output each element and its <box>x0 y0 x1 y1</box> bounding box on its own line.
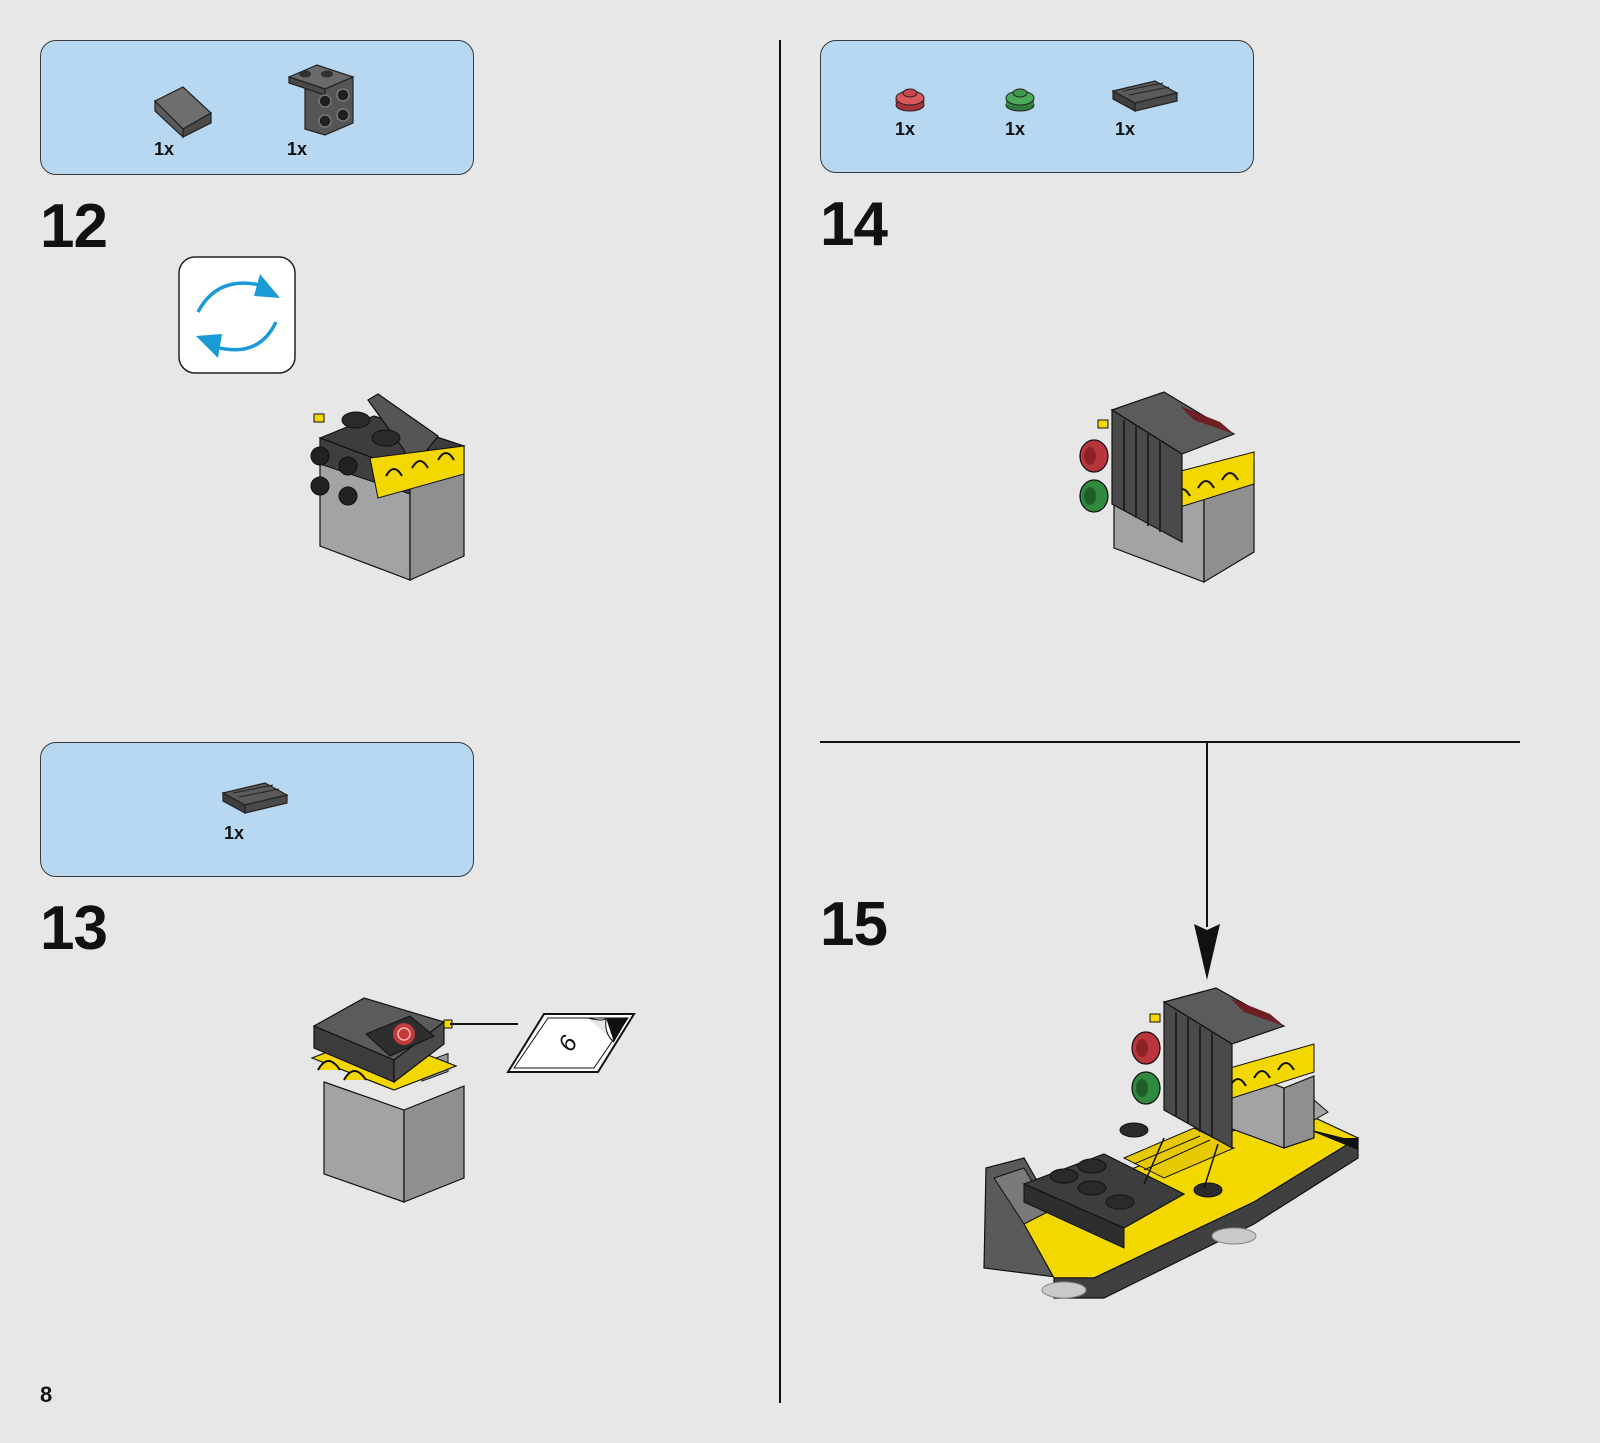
parts-box-step-14: 1x 1x 1x <box>820 40 1254 173</box>
step-divider-horizontal <box>820 741 1520 743</box>
page-column-divider <box>779 40 781 1403</box>
part-qty: 1x <box>287 139 307 160</box>
step-number: 12 <box>40 196 107 258</box>
rotate-model-icon <box>178 256 298 376</box>
model-step-12 <box>308 394 476 586</box>
part-qty: 1x <box>1115 119 1135 140</box>
model-step-13 <box>304 986 484 1206</box>
parts-box-step-13: 1x <box>40 742 474 877</box>
slope-brick-icon <box>151 83 221 138</box>
part-qty: 1x <box>224 823 244 844</box>
parts-box-step-12: 1x 1x <box>40 40 474 175</box>
grille-tile-icon <box>221 781 291 817</box>
part-qty: 1x <box>1005 119 1025 140</box>
part-qty: 1x <box>895 119 915 140</box>
grille-tile-icon <box>1111 79 1181 115</box>
bracket-plate-icon <box>287 65 359 137</box>
step-number: 14 <box>820 194 887 256</box>
part-qty: 1x <box>154 139 174 160</box>
step-connector-arrow-line <box>1206 741 1208 927</box>
round-plate-green-icon <box>1003 85 1037 113</box>
step-number: 13 <box>40 898 107 960</box>
round-plate-red-icon <box>893 85 927 113</box>
step-number: 15 <box>820 894 887 956</box>
down-arrow-icon <box>1194 924 1220 984</box>
page-number: 8 <box>40 1382 52 1408</box>
model-step-15 <box>984 988 1364 1298</box>
model-step-14 <box>1084 392 1260 588</box>
